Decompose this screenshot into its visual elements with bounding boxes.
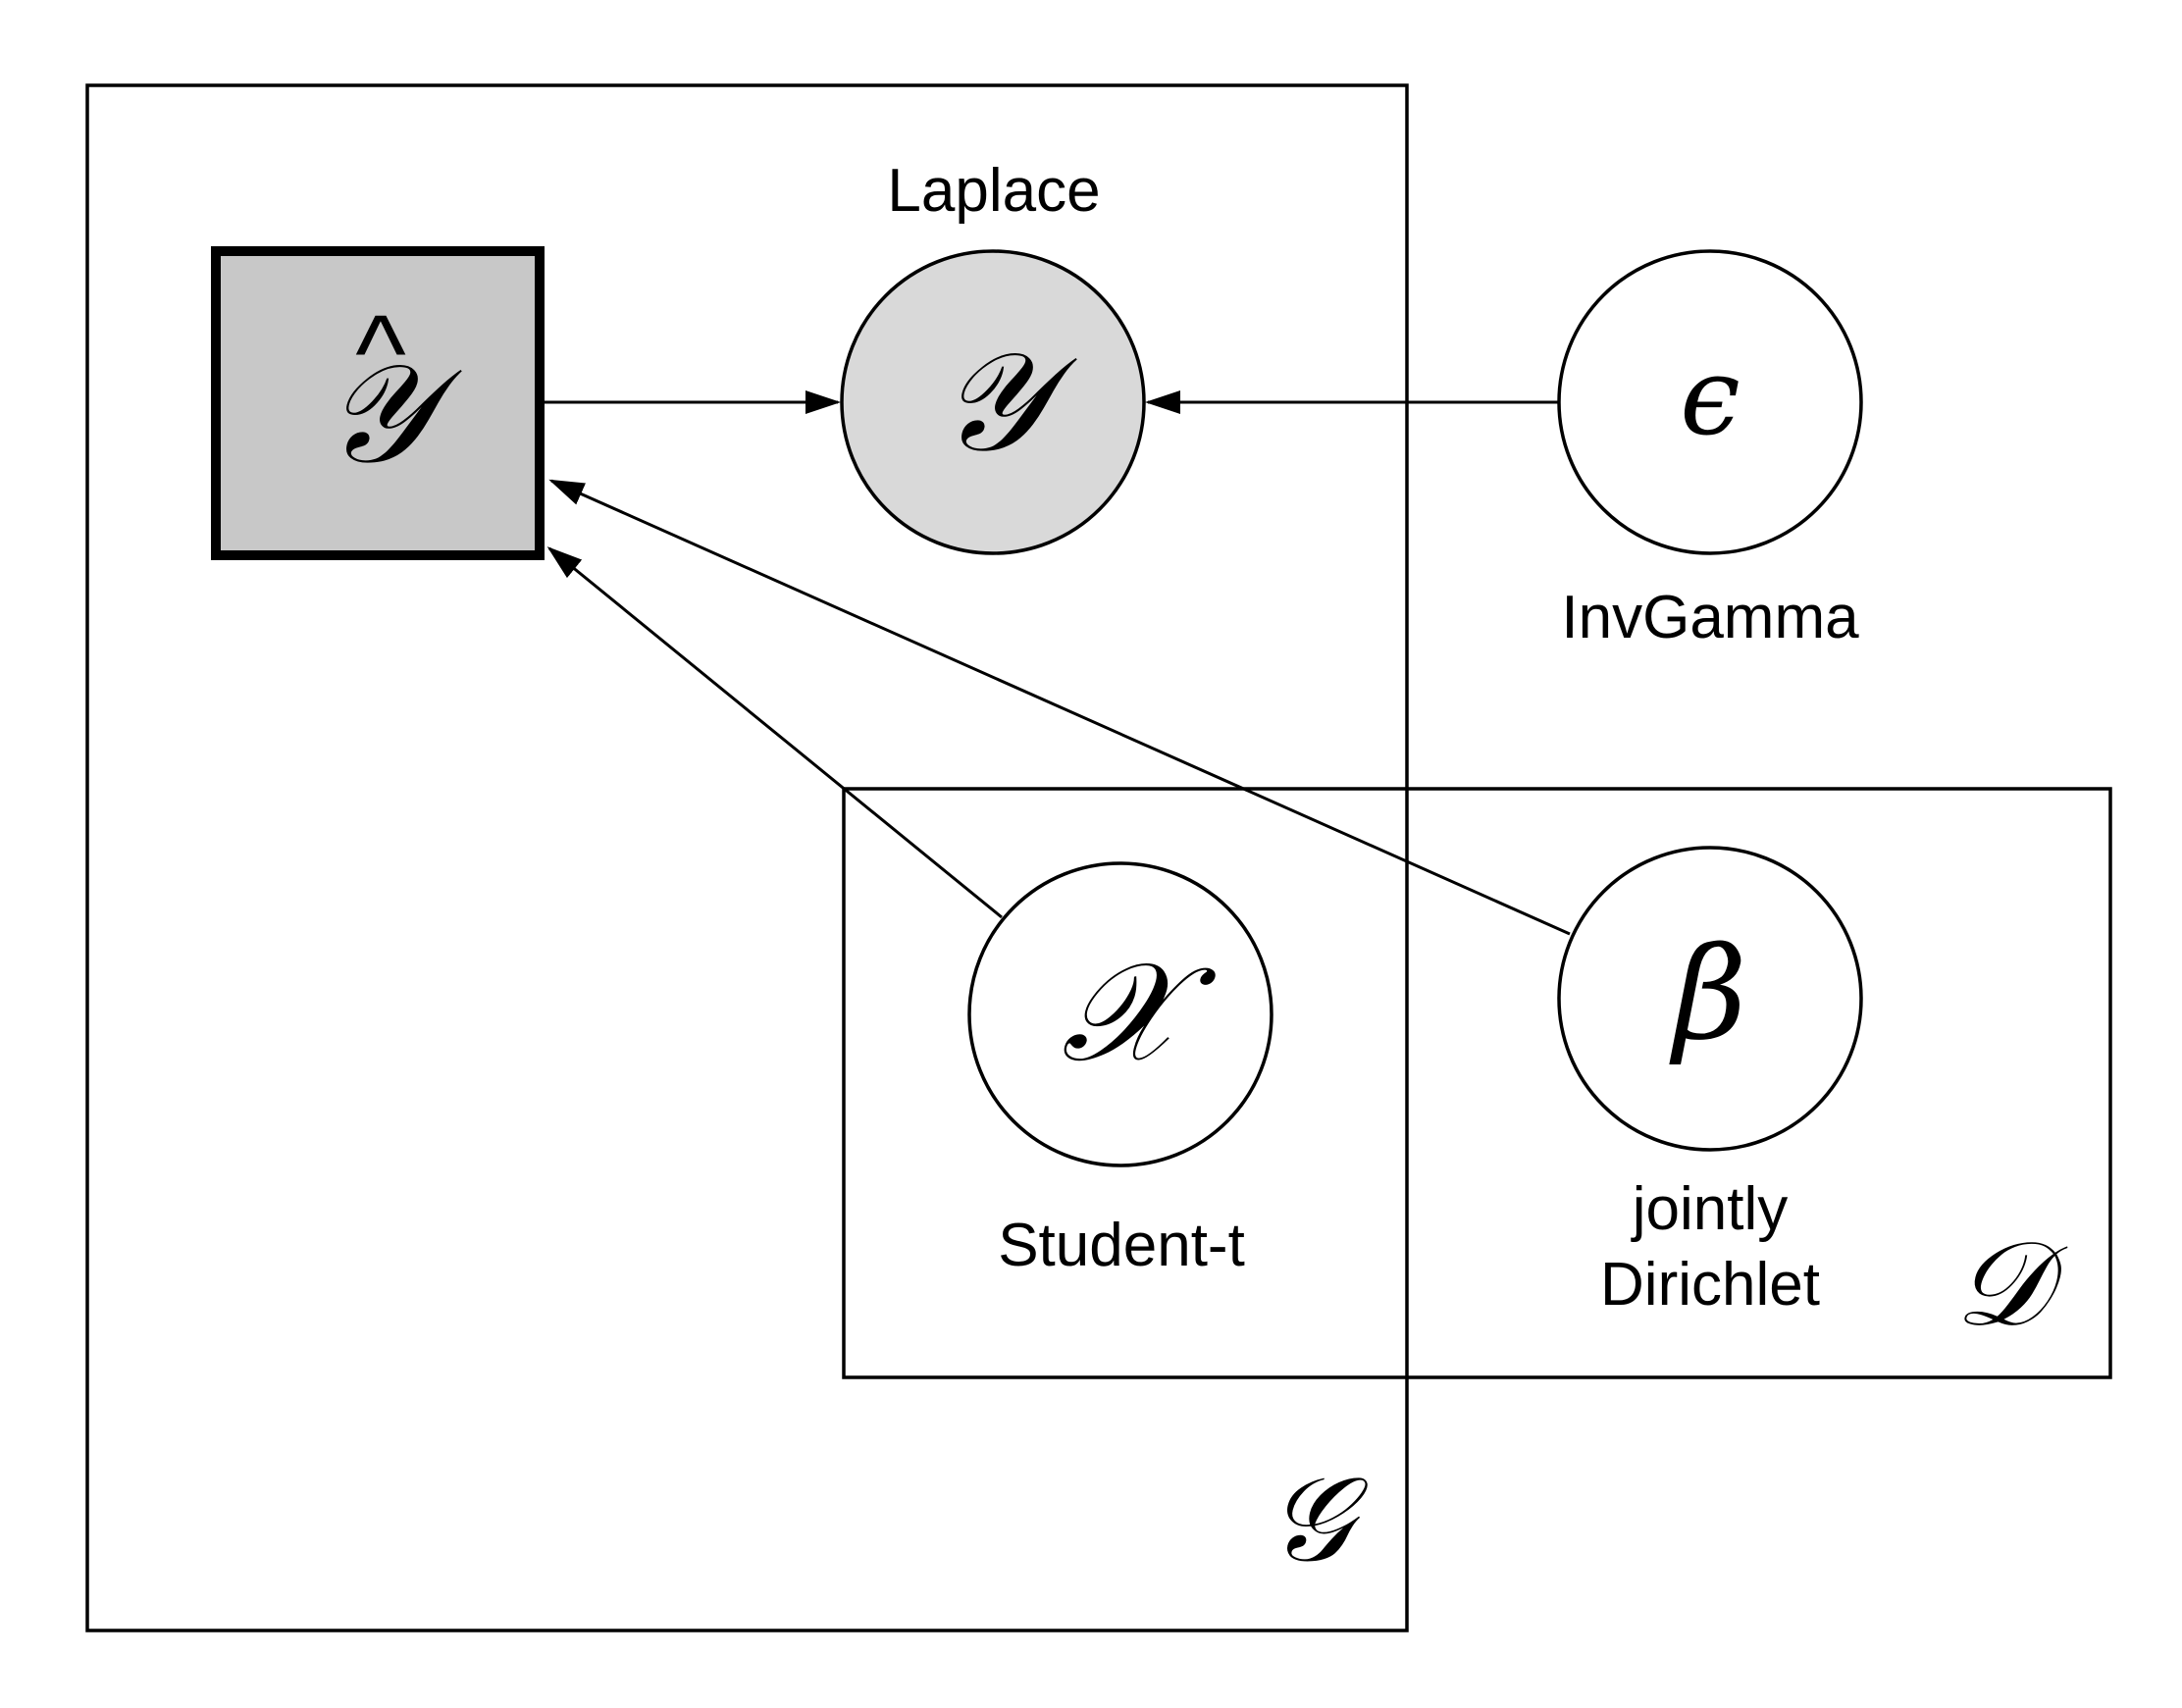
node-x-circle [967,861,1273,1167]
edge-beta-to-yhat [548,479,1571,936]
node-y-circle [840,249,1146,555]
node-beta-distribution-label-line1: jointly [1631,1175,1789,1243]
node-beta-circle [1557,846,1863,1152]
plate-d-label: 𝒟 [1954,1216,2068,1353]
node-epsilon: ϵ InvGamma [1557,249,1863,651]
plate-d [842,787,2112,1379]
node-y-hat-box [211,246,545,560]
edge-x-to-yhat [546,546,1003,919]
node-epsilon-distribution-label: InvGamma [1561,584,1859,651]
node-y-distribution-label: Laplace [887,157,1100,225]
node-x: 𝒳 Student-t [967,861,1273,1279]
plate-g [85,83,1409,1632]
node-y-hat-hat: ^ [355,293,406,414]
node-beta-distribution-label-line2: Dirichlet [1600,1251,1820,1319]
node-epsilon-circle [1557,249,1863,555]
node-epsilon-symbol: ϵ [1680,334,1740,459]
node-y-hat: 𝒴 ^ [211,246,545,560]
node-x-distribution-label: Student-t [998,1212,1245,1279]
plate-g-label: 𝒢 [1268,1452,1369,1588]
node-beta-symbol: β [1668,919,1746,1068]
node-y: Laplace 𝒴 [840,157,1146,555]
node-beta: β jointly Dirichlet [1557,846,1863,1319]
